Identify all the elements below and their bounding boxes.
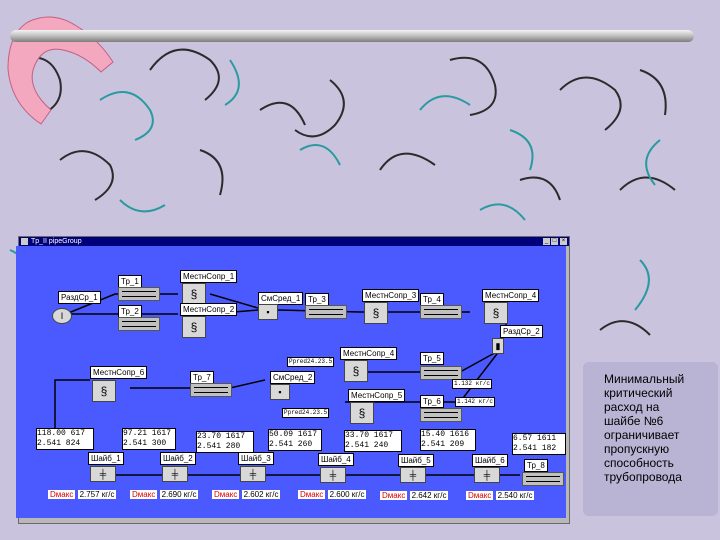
label-mest6: МестнСопр_6 <box>90 366 148 379</box>
caption-panel: Минимальный критический расход на шайбе … <box>583 362 718 516</box>
title-bar[interactable]: Tp_II pipeGroup _ □ × <box>19 237 569 246</box>
label-mest4-top: МестнСопр_4 <box>482 289 540 302</box>
dmax-washer-6: Dмакс 2.540 кг/с <box>466 491 535 500</box>
label-wash4: Шайб_4 <box>318 453 354 466</box>
pipe-tr1[interactable] <box>118 287 160 301</box>
label-razd1: РаздСр_1 <box>58 291 101 304</box>
pipe-tr5[interactable] <box>420 366 462 380</box>
dmax-washer-5: Dмакс 2.642 кг/с <box>380 491 449 500</box>
note-flow-1: 1.132 кг/с <box>452 379 493 389</box>
close-button[interactable]: × <box>560 238 567 245</box>
dmax-washer-3: Dмакс 2.602 кг/с <box>212 490 281 499</box>
chrome-rod <box>10 30 694 42</box>
label-tr5: Тр_5 <box>420 352 444 365</box>
mixer-2-icon[interactable]: ▪ <box>270 384 290 400</box>
dmax-washer-4: Dмакс 2.600 кг/с <box>298 490 367 499</box>
mixer-1-icon[interactable]: ▪ <box>258 304 278 320</box>
note-ppred-1: Ppred24.23.5 <box>287 357 335 367</box>
washer-5-icon[interactable]: ╪ <box>400 467 426 483</box>
local-resistance-4-mid-icon[interactable]: § <box>344 360 368 382</box>
label-tr8: Тр_8 <box>524 459 548 472</box>
pipe-tr4[interactable] <box>420 305 462 319</box>
local-resistance-2-icon[interactable]: § <box>182 316 206 338</box>
app-icon <box>21 238 28 245</box>
label-mest4-mid: МестнСопр_4 <box>340 347 398 360</box>
local-resistance-1-icon[interactable]: § <box>182 283 206 305</box>
pipe-tr8[interactable] <box>522 472 564 486</box>
local-resistance-4-top-icon[interactable]: § <box>484 302 508 324</box>
washer-1-icon[interactable]: ╪ <box>90 466 116 482</box>
splitter-1-icon[interactable]: I <box>52 308 72 324</box>
label-tr3: Тр_3 <box>305 293 329 306</box>
label-wash1: Шайб_1 <box>88 452 124 465</box>
label-mest2: МестнСопр_2 <box>180 303 238 316</box>
label-tr6: Тр_6 <box>420 395 444 408</box>
local-resistance-6-icon[interactable]: § <box>92 380 116 402</box>
pipe-tr2[interactable] <box>118 317 160 331</box>
label-mest5: МестнСопр_5 <box>348 389 406 402</box>
label-wash2: Шайб_2 <box>160 452 196 465</box>
washer-4-icon[interactable]: ╪ <box>320 467 346 483</box>
splitter-2-icon[interactable]: ▮ <box>492 338 504 354</box>
washer-3-icon[interactable]: ╪ <box>240 466 266 482</box>
maximize-button[interactable]: □ <box>551 238 558 245</box>
washer-6-icon[interactable]: ╪ <box>474 467 500 483</box>
label-smsred1: СмСред_1 <box>258 292 304 305</box>
pipe-tr7[interactable] <box>190 383 232 397</box>
window-title: Tp_II pipeGroup <box>31 238 82 245</box>
minimize-button[interactable]: _ <box>543 238 550 245</box>
pipe-tr3[interactable] <box>305 305 347 319</box>
note-flow-2: 1.142 кг/с <box>455 397 496 407</box>
note-ppred-2: Ppred24.23.5 <box>282 408 330 418</box>
label-smsred2: СмСред_2 <box>270 371 316 384</box>
washer-2-icon[interactable]: ╪ <box>162 466 188 482</box>
pipe-tr6[interactable] <box>420 408 462 422</box>
label-wash5: Шайб_5 <box>398 454 434 467</box>
label-razd2: РаздСр_2 <box>500 325 543 338</box>
label-mest1: МестнСопр_1 <box>180 270 238 283</box>
local-resistance-3-icon[interactable]: § <box>364 302 388 324</box>
dmax-washer-1: Dмакс 2.757 кг/с <box>48 490 117 499</box>
caption-text: Минимальный критический расход на шайбе … <box>604 372 685 484</box>
label-wash3: Шайб_3 <box>238 452 274 465</box>
dmax-washer-2: Dмакс 2.690 кг/с <box>130 490 199 499</box>
label-wash6: Шайб_6 <box>472 454 508 467</box>
label-mest3: МестнСопр_3 <box>362 289 420 302</box>
local-resistance-5-icon[interactable]: § <box>350 402 374 424</box>
